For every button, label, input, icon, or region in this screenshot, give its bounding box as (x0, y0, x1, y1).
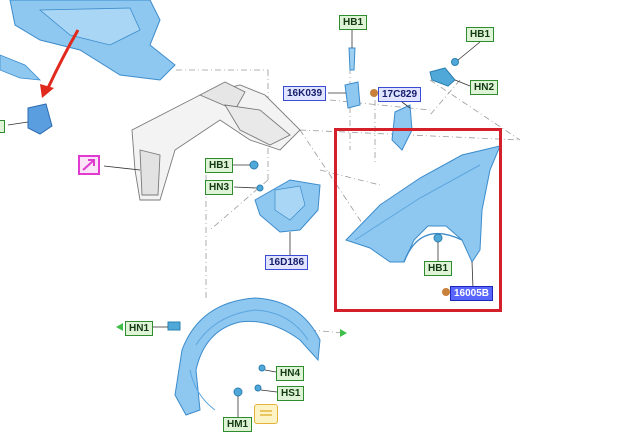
apron-rail-part[interactable] (131, 81, 301, 201)
leader-line (103, 165, 141, 171)
triangle-marker-icon (340, 329, 347, 337)
label-hn3[interactable]: HN3 (205, 180, 234, 195)
clip-hb1-fender[interactable] (433, 233, 443, 262)
label-17c829[interactable]: 17C829 (378, 87, 422, 102)
label-hs1[interactable]: HS1 (277, 386, 305, 401)
label-16005b[interactable]: 16005B (450, 286, 494, 301)
label-16k039[interactable]: 16K039 (283, 86, 327, 101)
label-hb1-top[interactable]: HB1 (339, 15, 368, 30)
note-icon[interactable] (254, 404, 278, 424)
clip-hn3[interactable] (233, 184, 264, 192)
clip-hs1[interactable] (254, 384, 278, 393)
label-hb1-topright[interactable]: HB1 (466, 27, 495, 42)
label-16d186[interactable]: 16D186 (265, 255, 309, 270)
bracket-part-16k039[interactable] (328, 81, 361, 109)
partial-label-left (0, 120, 5, 133)
clip-hb1-topright[interactable] (451, 41, 481, 66)
clip-hm1[interactable] (233, 387, 243, 418)
external-link-icon[interactable] (78, 155, 100, 175)
bracket-part-17c829[interactable] (391, 101, 413, 151)
leader-line (471, 261, 474, 289)
bracket-part-16d186[interactable] (254, 179, 321, 256)
clip-hn4[interactable] (258, 364, 277, 373)
callout-marker (370, 89, 378, 97)
selection-highlight (334, 128, 502, 312)
label-hm1[interactable]: HM1 (223, 417, 253, 432)
label-hn1[interactable]: HN1 (125, 321, 154, 336)
upper-structure-part[interactable] (0, 0, 176, 81)
label-hn4[interactable]: HN4 (276, 366, 305, 381)
clip-hb1-mid[interactable] (232, 160, 259, 170)
triangle-marker-icon (116, 323, 123, 331)
label-hn2[interactable]: HN2 (470, 80, 499, 95)
red-arrow-head (40, 84, 54, 98)
small-bracket-part[interactable] (7, 103, 53, 135)
label-hb1-mid[interactable]: HB1 (205, 158, 234, 173)
wheelhouse-liner-part[interactable] (174, 297, 321, 416)
red-curved-arrow-icon (46, 29, 80, 89)
callout-marker (442, 288, 450, 296)
clip-hn1[interactable] (152, 321, 181, 331)
clip-hb1-top[interactable] (348, 28, 356, 71)
label-hb1-fender[interactable]: HB1 (424, 261, 453, 276)
clip-hn2[interactable] (429, 67, 471, 87)
